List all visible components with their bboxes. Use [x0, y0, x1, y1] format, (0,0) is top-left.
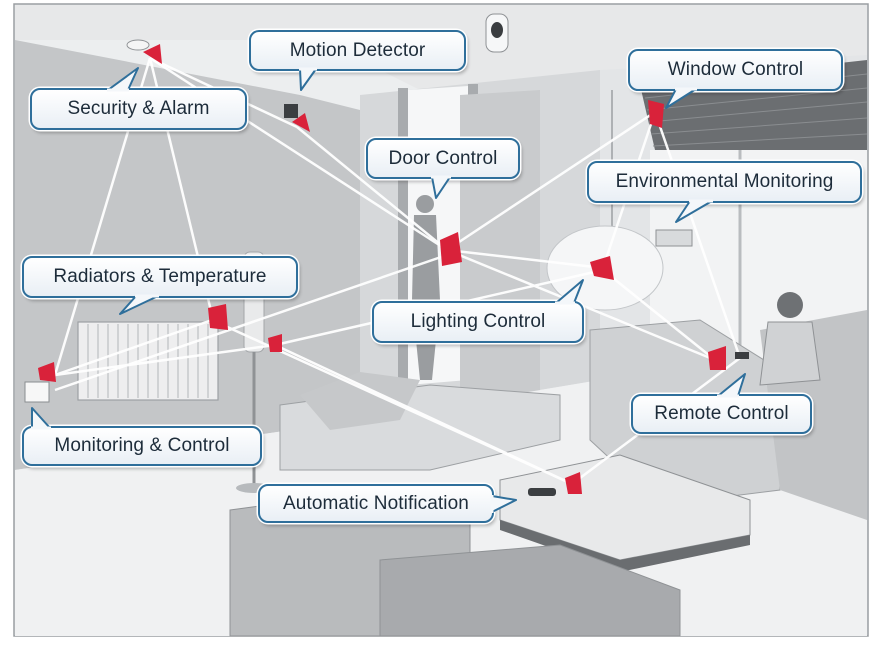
sofa-cushion: [300, 372, 420, 430]
notification-device: [528, 488, 556, 496]
wireless-signal-icon: [648, 100, 664, 128]
wireless-signal-icon: [565, 472, 582, 494]
wireless-signal-icon: [590, 256, 614, 280]
door-frame-left: [398, 88, 408, 388]
wireless-signal-icon: [208, 304, 228, 330]
alarm-device: [126, 39, 150, 51]
callout-label: Window Control: [628, 49, 843, 91]
callout-label: Door Control: [366, 138, 520, 179]
callout-label: Automatic Notification: [258, 484, 494, 523]
wireless-signal-icon: [143, 44, 162, 64]
wireless-signal-icon: [440, 232, 462, 266]
callout-label: Security & Alarm: [30, 88, 247, 130]
motion-detector-device: [284, 104, 298, 118]
wall-control-panel: [24, 381, 50, 403]
callout-label: Radiators & Temperature: [22, 256, 298, 298]
callout-label: Monitoring & Control: [22, 426, 262, 466]
remote-device: [735, 352, 749, 359]
wireless-signal-icon: [708, 346, 726, 370]
callout-label: Environmental Monitoring: [587, 161, 862, 203]
callout-label: Lighting Control: [372, 301, 584, 343]
wireless-signal-icon: [268, 334, 282, 352]
callout-label: Motion Detector: [249, 30, 466, 71]
wireless-signal-icon: [292, 113, 310, 132]
wireless-signal-icon: [38, 362, 56, 382]
motion-sensor-icon: [485, 13, 509, 53]
callout-label: Remote Control: [631, 394, 812, 434]
thermostat: [655, 229, 693, 247]
ottoman-right: [379, 544, 681, 637]
person-icon: [759, 292, 821, 386]
